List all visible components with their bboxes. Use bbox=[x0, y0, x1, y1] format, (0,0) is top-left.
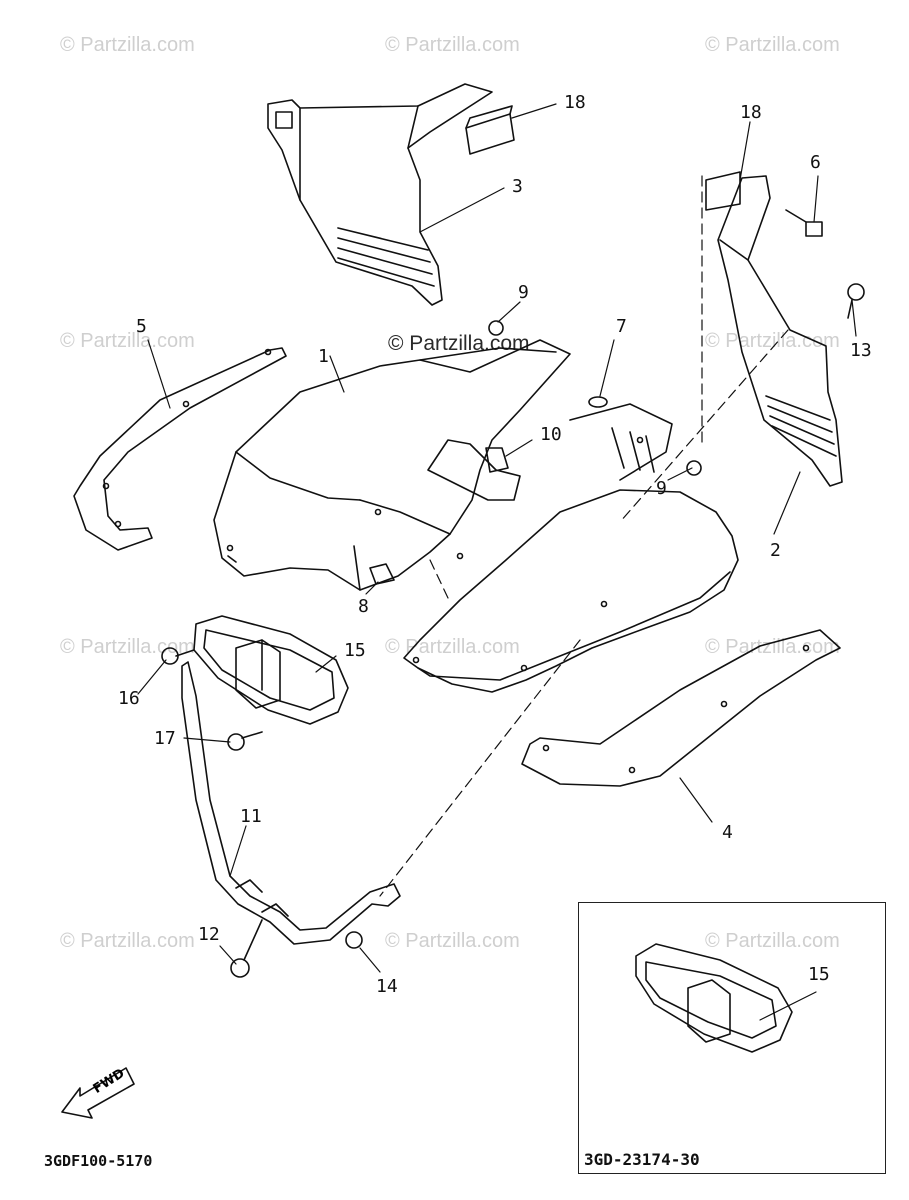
watermark: © Partzilla.com bbox=[60, 330, 195, 352]
callout-11[interactable]: 11 bbox=[240, 806, 262, 827]
watermark: © Partzilla.com bbox=[385, 930, 520, 952]
rear-fender-body[interactable] bbox=[403, 403, 739, 693]
part-4-fender-flap[interactable] bbox=[521, 629, 841, 787]
part-18-reflector-right[interactable] bbox=[705, 171, 741, 211]
callout-9[interactable]: 9 bbox=[656, 478, 667, 499]
callout-2[interactable]: 2 bbox=[770, 540, 781, 561]
part-10-grommet[interactable] bbox=[485, 447, 509, 473]
callout-10[interactable]: 10 bbox=[540, 424, 562, 445]
part-18-reflector[interactable] bbox=[465, 105, 515, 155]
leader-lines bbox=[137, 103, 857, 1021]
part-8-bolt[interactable] bbox=[369, 563, 395, 585]
watermark: © Partzilla.com bbox=[60, 930, 195, 952]
watermark: © Partzilla.com bbox=[705, 34, 840, 56]
fwd-arrow-icon bbox=[61, 1067, 135, 1119]
part-2-side-cover[interactable] bbox=[717, 175, 843, 487]
part-1-front-fender[interactable] bbox=[213, 339, 571, 591]
watermark: © Partzilla.com bbox=[60, 636, 195, 658]
part-16-bolt[interactable] bbox=[161, 647, 195, 665]
callout-13[interactable]: 13 bbox=[850, 340, 872, 361]
diagram-code: 3GDF100-5170 bbox=[44, 1152, 153, 1170]
part-5-fender-flap[interactable] bbox=[73, 347, 287, 551]
part-14-nut[interactable] bbox=[345, 931, 363, 949]
callout-4[interactable]: 4 bbox=[722, 822, 733, 843]
callout-1[interactable]: 1 bbox=[318, 346, 329, 367]
callout-15[interactable]: 15 bbox=[344, 640, 366, 661]
callout-18[interactable]: 18 bbox=[564, 92, 586, 113]
inset-callout-15[interactable]: 15 bbox=[808, 964, 830, 985]
watermark: © Partzilla.com bbox=[60, 34, 195, 56]
assembly-lines bbox=[379, 175, 789, 897]
callout-9[interactable]: 9 bbox=[518, 282, 529, 303]
part-17-bolt[interactable] bbox=[227, 731, 263, 751]
callout-14[interactable]: 14 bbox=[376, 976, 398, 997]
part-3-side-cover[interactable] bbox=[267, 83, 493, 306]
part-9-nut-right[interactable] bbox=[686, 460, 702, 476]
inset-front-guard[interactable] bbox=[635, 943, 793, 1053]
part-15-front-guard[interactable] bbox=[193, 615, 349, 725]
watermark: © Partzilla.com bbox=[705, 930, 840, 952]
part-9-nut[interactable] bbox=[488, 320, 504, 336]
callout-7[interactable]: 7 bbox=[616, 316, 627, 337]
callout-8[interactable]: 8 bbox=[358, 596, 369, 617]
callout-16[interactable]: 16 bbox=[118, 688, 140, 709]
part-11-bracket[interactable] bbox=[181, 661, 401, 945]
callout-12[interactable]: 12 bbox=[198, 924, 220, 945]
part-7-washer[interactable] bbox=[588, 396, 608, 408]
part-6-bolt[interactable] bbox=[785, 209, 823, 237]
callout-3[interactable]: 3 bbox=[512, 176, 523, 197]
part-13-bolt[interactable] bbox=[847, 283, 865, 319]
part-12-bolt[interactable] bbox=[230, 919, 263, 978]
inset-code: 3GD-23174-30 bbox=[584, 1150, 700, 1169]
watermark: © Partzilla.com bbox=[705, 636, 840, 658]
callout-5[interactable]: 5 bbox=[136, 316, 147, 337]
watermark: © Partzilla.com bbox=[385, 34, 520, 56]
callout-18[interactable]: 18 bbox=[740, 102, 762, 123]
callout-17[interactable]: 17 bbox=[154, 728, 176, 749]
callout-6[interactable]: 6 bbox=[810, 152, 821, 173]
inset-box bbox=[578, 902, 886, 1174]
